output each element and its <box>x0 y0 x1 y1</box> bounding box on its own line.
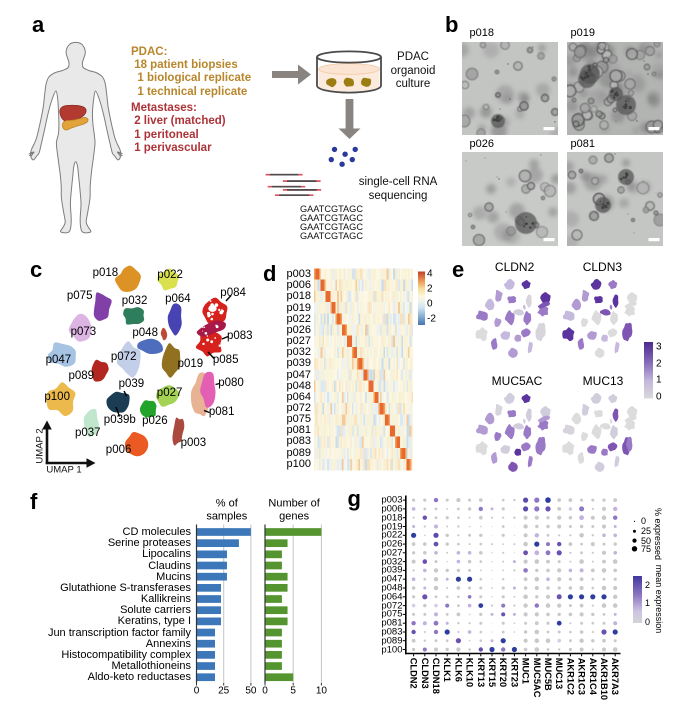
svg-text:AKR1C3: AKR1C3 <box>577 658 587 695</box>
svg-text:KRT13: KRT13 <box>476 658 486 687</box>
svg-text:CLDN18: CLDN18 <box>431 658 441 694</box>
svg-text:KRT15: KRT15 <box>487 658 497 687</box>
svg-text:AKR1C2: AKR1C2 <box>565 658 575 695</box>
svg-text:MUC5AC: MUC5AC <box>532 658 542 698</box>
svg-text:AKR7A3: AKR7A3 <box>610 658 620 695</box>
svg-text:MUC13: MUC13 <box>554 658 564 690</box>
svg-text:MUC5B: MUC5B <box>543 658 553 691</box>
svg-text:KLK1: KLK1 <box>442 658 452 682</box>
svg-text:KLK6: KLK6 <box>453 658 463 682</box>
svg-text:MUC1: MUC1 <box>521 658 531 684</box>
svg-text:CLDN2: CLDN2 <box>409 658 419 689</box>
svg-text:KRT23: KRT23 <box>509 658 519 687</box>
svg-text:KRT20: KRT20 <box>498 658 508 687</box>
svg-text:CLDN3: CLDN3 <box>420 658 430 689</box>
svg-text:AKR1B10: AKR1B10 <box>599 658 609 700</box>
svg-text:KLK10: KLK10 <box>465 658 475 687</box>
svg-text:AKR1C4: AKR1C4 <box>588 658 598 696</box>
